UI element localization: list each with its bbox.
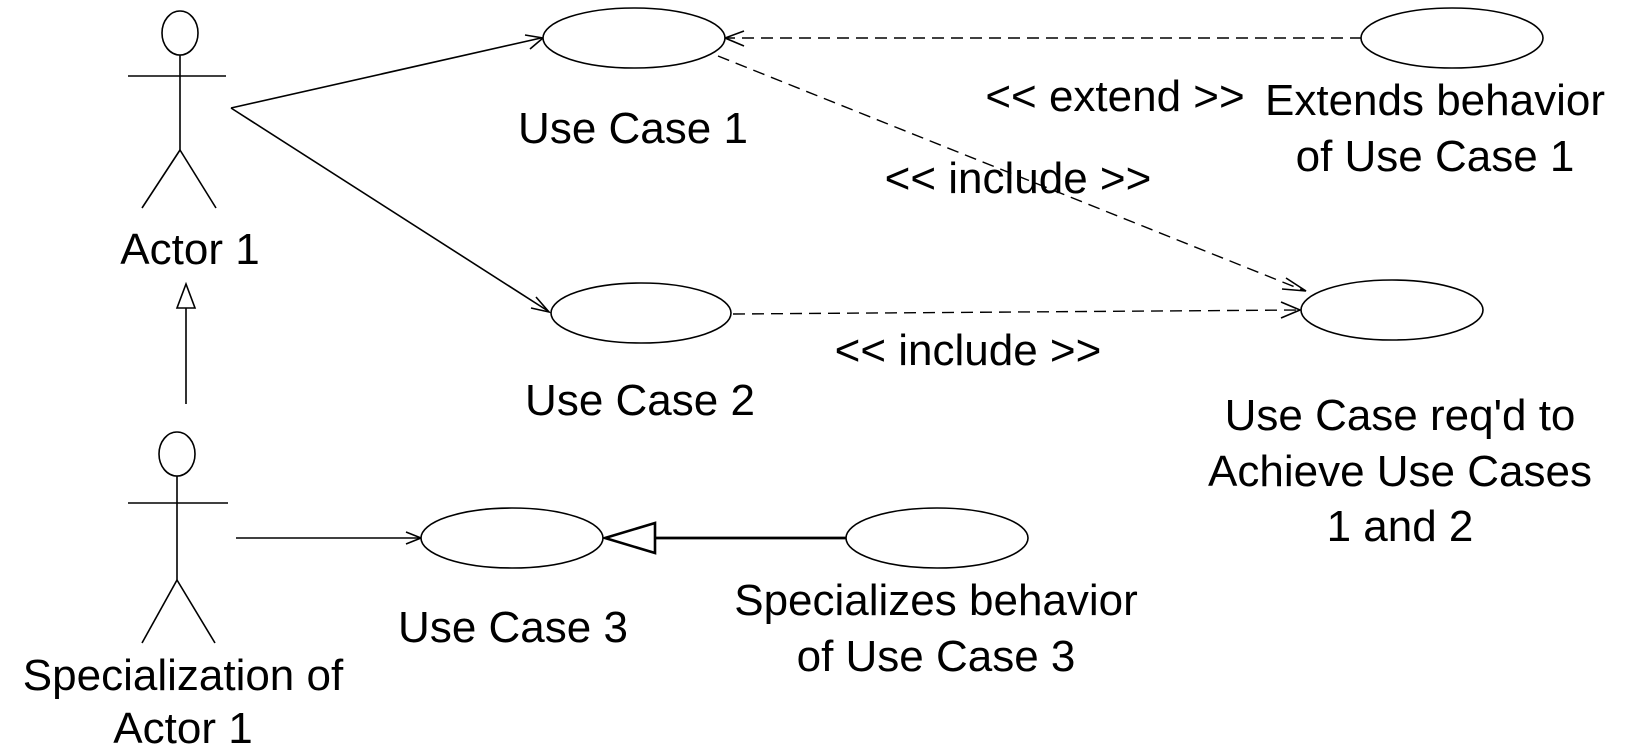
required-use-case-oval[interactable] [1300,279,1484,341]
extends-behavior-label-line2: of Use Case 1 [1296,132,1575,181]
actor-1-left-leg [141,149,181,209]
actor-specialization-right-leg [176,579,216,644]
association-actor1-uc2 [230,107,552,314]
extends-behavior-label-line1: Extends behavior [1265,76,1605,125]
use-case-1-oval[interactable] [542,7,726,69]
actor-1-label: Actor 1 [120,225,259,274]
extend-stereotype-label: << extend >> [985,72,1244,121]
association-actor2-uc3 [236,531,424,545]
include-uc1-relationship-line [717,55,1306,292]
actor-1[interactable] [128,10,226,209]
include-uc1-relationship [717,55,1307,292]
association-actor1-uc1-arrowhead [524,34,545,50]
actor-specialization[interactable] [128,431,228,644]
use-case-2-oval[interactable] [550,282,732,344]
extend-relationship [722,30,1362,47]
actor-generalization-connector [175,281,197,404]
use-case-3-oval[interactable] [420,507,604,569]
include-uc2-relationship-line [732,309,1300,315]
actor-1-head [161,10,199,56]
actor-1-right-leg [179,149,217,209]
association-actor1-uc2-line [230,107,549,312]
actor-specialization-head [158,431,196,477]
include-uc2-stereotype-label: << include >> [835,326,1102,375]
specializes-behavior-label-line2: of Use Case 3 [797,632,1076,681]
usecase-generalization-arrowhead [600,521,657,555]
include-uc2-relationship [732,301,1303,319]
actor-specialization-label-line1: Specialization of [23,651,344,700]
include-uc1-relationship-arrowhead [1281,277,1307,292]
required-use-case-label-line2: Achieve Use Cases [1208,447,1592,496]
association-actor1-uc2-arrowhead [530,296,552,314]
use-case-2-label: Use Case 2 [525,376,755,425]
use-case-3-label: Use Case 3 [398,603,628,652]
actor-specialization-label-line2: Actor 1 [113,704,252,750]
specializes-behavior-oval[interactable] [845,507,1029,569]
include-uc2-relationship-arrowhead [1280,301,1303,319]
extends-behavior-oval[interactable] [1360,7,1544,69]
association-actor1-uc1 [230,34,545,109]
association-actor1-uc1-line [230,37,542,109]
usecase-generalization [600,521,847,555]
include-uc1-stereotype-label: << include >> [885,154,1152,203]
required-use-case-label-line1: Use Case req'd to [1225,391,1576,440]
actor-specialization-left-leg [141,579,178,644]
actor-generalization-arrowhead [175,281,197,309]
use-case-1-label: Use Case 1 [518,104,748,153]
required-use-case-label-line3: 1 and 2 [1327,502,1474,551]
specializes-behavior-label-line1: Specializes behavior [734,576,1138,625]
